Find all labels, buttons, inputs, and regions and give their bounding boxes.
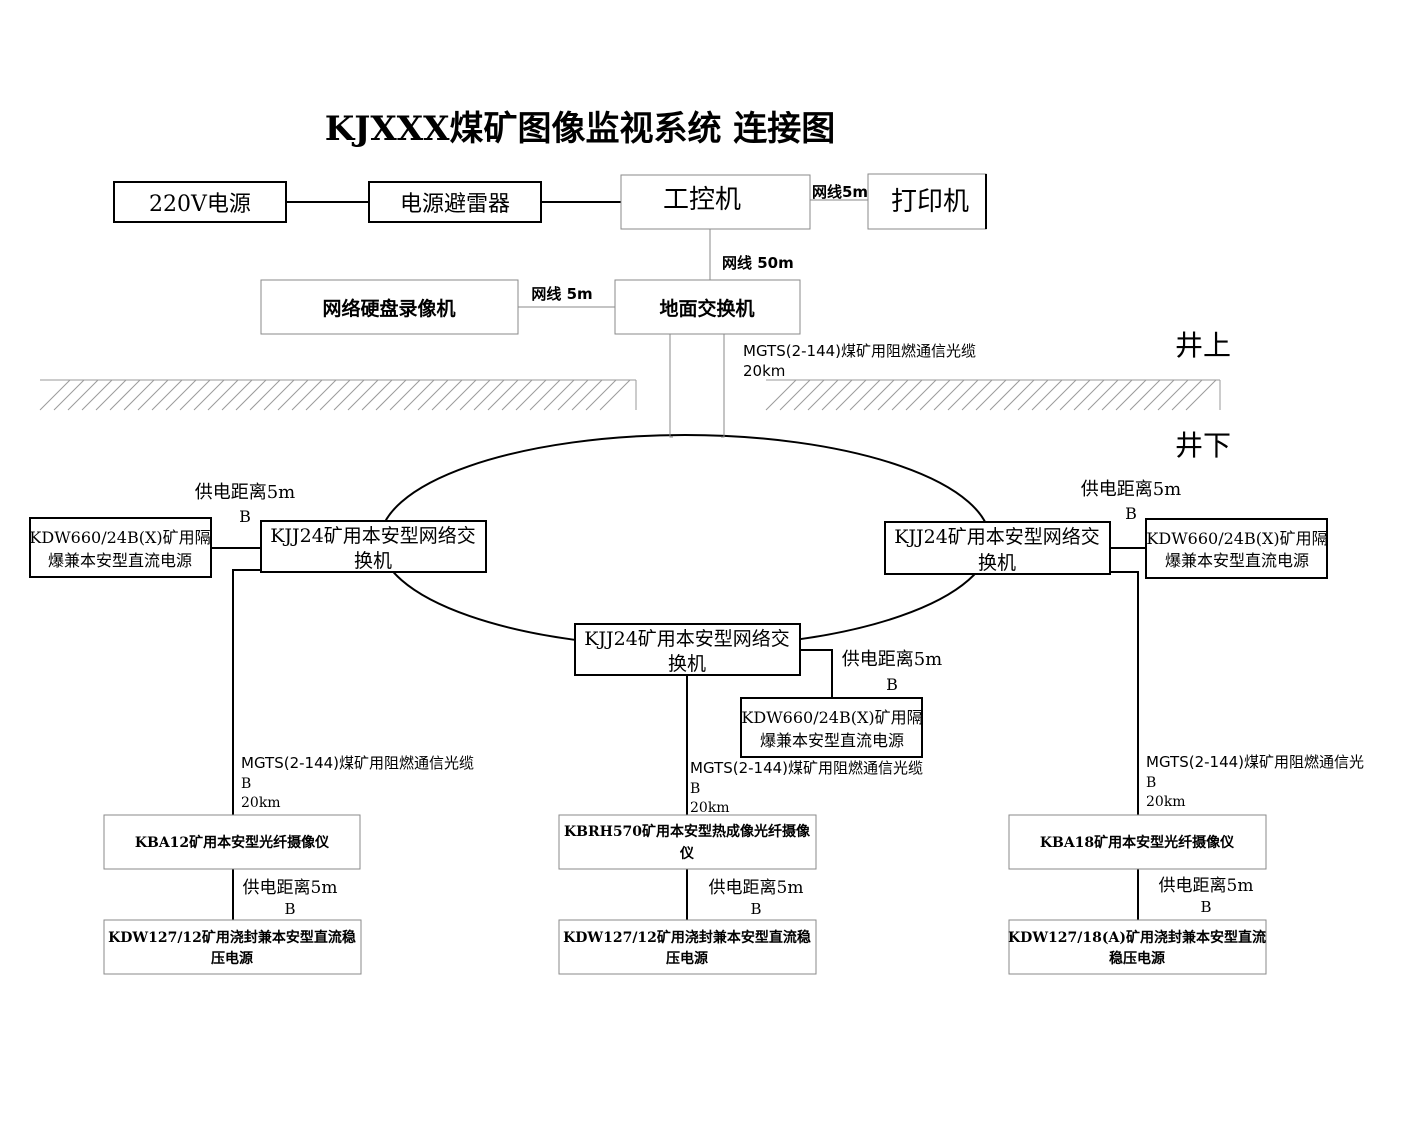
power-220v-label: 220V电源	[149, 192, 251, 217]
wire-left-fiber	[232, 569, 261, 815]
lightning-arrester-label: 电源避雷器	[400, 192, 510, 217]
left-supply-distance: 供电距离5m	[195, 482, 296, 503]
nvr-box: 网络硬盘录像机	[260, 279, 519, 335]
center-psu-line1: KDW660/24B(X)矿用隔	[741, 708, 922, 727]
left-psu-line1: KDW660/24B(X)矿用隔	[29, 528, 210, 547]
left-switch-line1: KJJ24矿用本安型网络交	[270, 525, 476, 547]
right-camera-box: KBA18矿用本安型光纤摄像仪	[1008, 814, 1267, 870]
left-switch-line2: 换机	[354, 550, 392, 572]
right-camera-psu-line2: 稳压电源	[1109, 950, 1165, 967]
center-camera-psu-line2: 压电源	[666, 950, 708, 967]
center-camera-power-supply: KDW127/12矿用浇封兼本安型直流稳 压电源	[558, 919, 817, 975]
trunk-right	[721, 334, 725, 438]
left-camera-power-supply: KDW127/12矿用浇封兼本安型直流稳 压电源	[103, 919, 362, 975]
center-fiber-line3: 20km	[690, 800, 730, 816]
left-supply-tag: B	[239, 507, 251, 526]
right-camera-supply-tag: B	[1200, 898, 1211, 916]
ground-hatching	[39, 379, 1221, 411]
right-camera-psu-line1: KDW127/18(A)矿用浇封兼本安型直流	[1008, 929, 1266, 946]
center-supply-tag: B	[886, 675, 898, 694]
center-camera-line1: KBRH570矿用本安型热成像光纤摄像	[564, 823, 811, 840]
wire-right-fiber	[1110, 571, 1139, 815]
ground-hatch-right	[765, 379, 1221, 411]
center-fiber-line2: B	[690, 781, 700, 797]
nvr-label: 网络硬盘录像机	[322, 297, 455, 320]
center-switch-power-supply: KDW660/24B(X)矿用隔 爆兼本安型直流电源	[740, 697, 923, 758]
center-camera-supply-distance: 供电距离5m	[709, 878, 804, 898]
power-220v-box: 220V电源	[113, 181, 287, 223]
left-camera-psu-line1: KDW127/12矿用浇封兼本安型直流稳	[108, 929, 356, 946]
right-psu-line2: 爆兼本安型直流电源	[1165, 551, 1309, 570]
center-switch-line2: 换机	[668, 653, 706, 675]
right-fiber-line1: MGTS(2-144)煤矿用阻燃通信光	[1146, 753, 1364, 771]
industrial-pc-box: 工控机	[620, 174, 811, 230]
ipc-switch-cable-label: 网线 50m	[722, 254, 794, 272]
trunk-left	[669, 334, 673, 438]
left-network-switch: KJJ24矿用本安型网络交 换机	[260, 520, 487, 573]
right-switch-line2: 换机	[978, 552, 1016, 574]
left-fiber-line2: B	[241, 776, 251, 792]
right-network-switch: KJJ24矿用本安型网络交 换机	[884, 521, 1111, 575]
nvr-cable-label: 网线 5m	[531, 285, 592, 303]
right-supply-distance: 供电距离5m	[1081, 479, 1182, 500]
left-camera-supply-distance: 供电距离5m	[243, 878, 338, 898]
right-switch-line1: KJJ24矿用本安型网络交	[894, 526, 1100, 548]
left-switch-power-supply: KDW660/24B(X)矿用隔 爆兼本安型直流电源	[29, 517, 212, 578]
wire-center-psu	[800, 649, 833, 698]
printer-box: 打印机	[867, 173, 987, 230]
center-network-switch: KJJ24矿用本安型网络交 换机	[574, 623, 801, 676]
right-supply-tag: B	[1125, 504, 1137, 523]
left-camera-supply-tag: B	[284, 900, 295, 918]
right-fiber-line3: 20km	[1146, 794, 1186, 810]
center-camera-line2: 仪	[679, 846, 695, 862]
center-camera-supply-tag: B	[750, 900, 761, 918]
ground-switch-label: 地面交换机	[659, 297, 754, 320]
left-camera-label: KBA12矿用本安型光纤摄像仪	[135, 834, 330, 851]
below-ground-label: 井下	[1175, 429, 1231, 462]
center-camera-box: KBRH570矿用本安型热成像光纤摄像 仪	[558, 814, 817, 870]
right-camera-label: KBA18矿用本安型光纤摄像仪	[1040, 834, 1235, 851]
trunk-fiber-label-line2: 20km	[743, 362, 785, 380]
industrial-pc-label: 工控机	[663, 185, 741, 215]
right-fiber-line2: B	[1146, 775, 1156, 791]
center-supply-distance: 供电距离5m	[842, 649, 943, 670]
left-psu-line2: 爆兼本安型直流电源	[48, 551, 192, 570]
center-psu-line2: 爆兼本安型直流电源	[760, 731, 904, 750]
center-fiber-line1: MGTS(2-144)煤矿用阻燃通信光缆	[690, 759, 923, 777]
printer-label: 打印机	[891, 187, 969, 217]
right-camera-supply-distance: 供电距离5m	[1159, 876, 1254, 896]
left-camera-box: KBA12矿用本安型光纤摄像仪	[103, 814, 361, 870]
above-ground-label: 井上	[1175, 329, 1231, 362]
right-switch-power-supply: KDW660/24B(X)矿用隔 爆兼本安型直流电源	[1145, 518, 1328, 579]
trunk-fiber-label-line1: MGTS(2-144)煤矿用阻燃通信光缆	[743, 342, 976, 360]
right-camera-power-supply: KDW127/18(A)矿用浇封兼本安型直流 稳压电源	[1008, 919, 1267, 975]
diagram-title: KJXXX煤矿图像监视系统 连接图	[325, 109, 836, 149]
lightning-arrester-box: 电源避雷器	[368, 181, 542, 223]
center-camera-psu-line1: KDW127/12矿用浇封兼本安型直流稳	[563, 929, 811, 946]
center-switch-line1: KJJ24矿用本安型网络交	[584, 628, 790, 650]
left-fiber-line1: MGTS(2-144)煤矿用阻燃通信光缆	[241, 754, 474, 772]
left-camera-psu-line2: 压电源	[211, 950, 253, 967]
right-psu-line1: KDW660/24B(X)矿用隔	[1146, 529, 1327, 548]
ground-switch-box: 地面交换机	[614, 279, 801, 335]
ground-hatch-left	[39, 379, 637, 411]
left-fiber-line3: 20km	[241, 795, 281, 811]
printer-cable-label: 网线5m	[812, 183, 868, 201]
